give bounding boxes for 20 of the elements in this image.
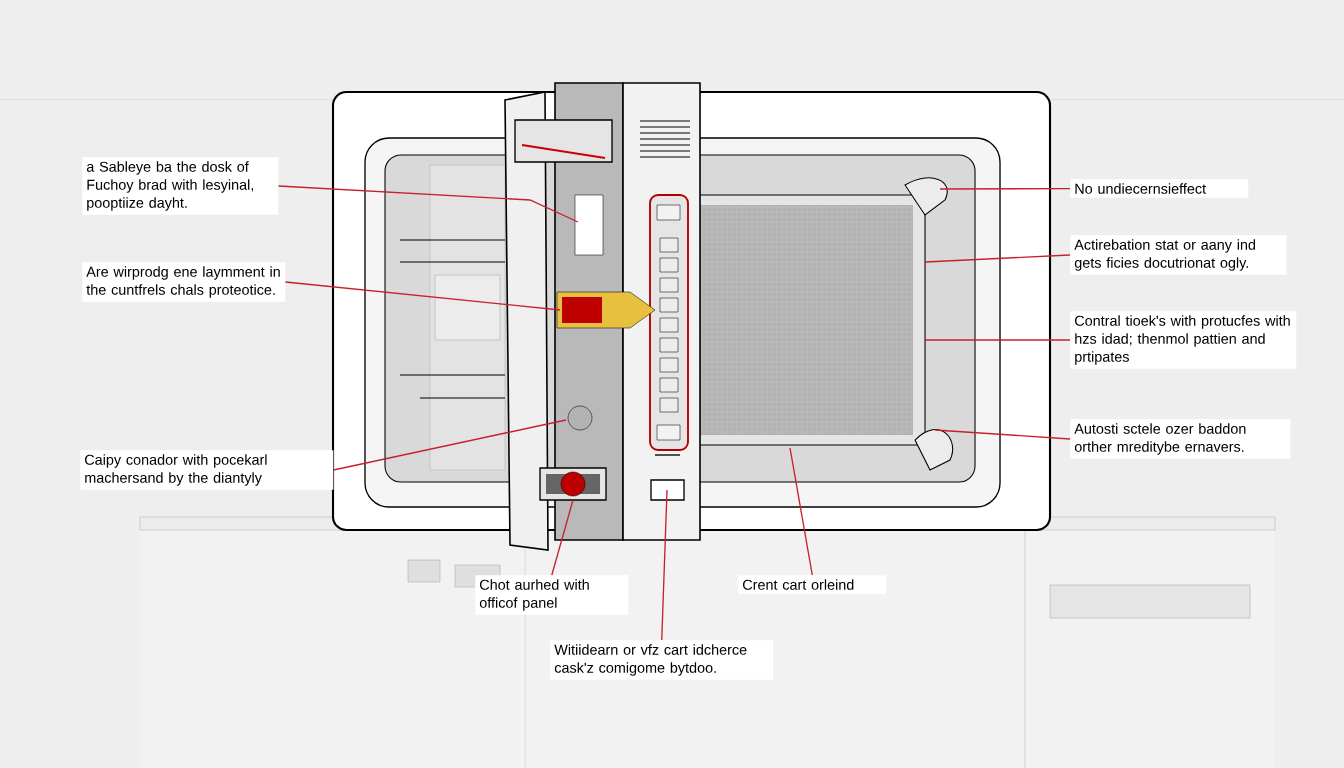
callout-label: Crent cart orleind: [738, 575, 887, 594]
callout-label: Caipy conador with pocekarl machersand by the diantyly: [80, 450, 334, 490]
callout-label: Chot aurhed with officof panel: [475, 575, 629, 615]
callout-label: a Sableye ba the dosk of Fuchoy brad with lesyinal, pooptiize dayht.: [82, 157, 279, 215]
leader-line: [332, 419, 567, 471]
leader-line: [924, 339, 1071, 341]
leader-line: [284, 281, 561, 311]
leader-line: [939, 187, 1071, 190]
leader-line: [934, 429, 1071, 440]
callout-label: Autosti sctele ozer baddon orther mreditybe ernavers.: [1070, 419, 1291, 459]
leader-line: [661, 489, 668, 641]
leader-line: [789, 447, 813, 576]
leader-line: [924, 254, 1071, 263]
callout-label: Actirebation stat or aany ind gets ficies docutrionat ogly.: [1070, 235, 1287, 275]
callout-label: Contral tioek's with protucfes with hzs idad; thenmol pattien and prtipates: [1070, 311, 1297, 369]
callout-label: Are wirprodg ene laymment in the cuntfrels chals proteotice.: [82, 262, 286, 302]
callout-label: No undiecernsieffect: [1070, 179, 1249, 198]
leader-line: [277, 185, 579, 223]
callout-label: Witiidearn or vfz cart idcherce cask'z comigome bytdoo.: [550, 640, 774, 680]
leader-line: [551, 499, 574, 576]
